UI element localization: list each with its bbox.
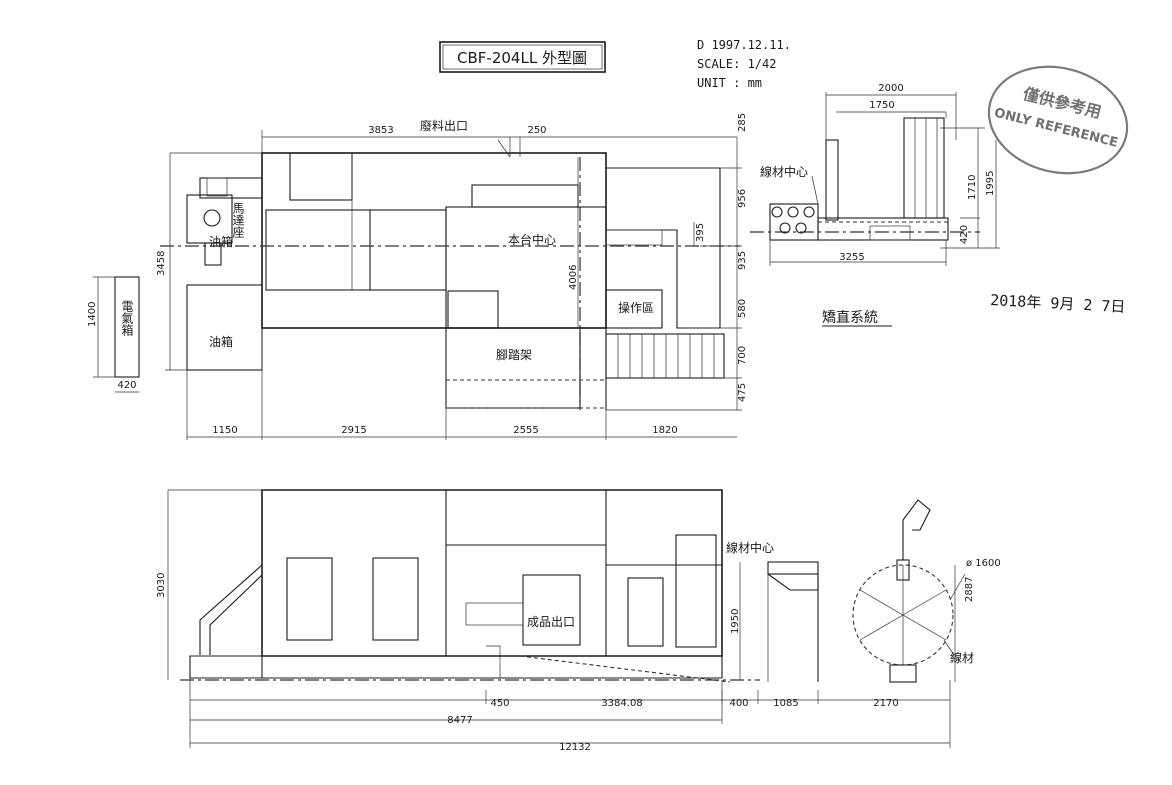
dim-4006: 4006 (568, 265, 579, 290)
dim-12132: 12132 (559, 742, 591, 753)
label-operation-area: 操作區 (618, 300, 654, 315)
drawing-header: D 1997.12.11. SCALE: 1/42 UNIT : mm (697, 38, 791, 90)
dim-8477: 8477 (447, 715, 472, 726)
dim-475: 475 (737, 383, 748, 402)
dim-420-straightener: 420 (959, 225, 970, 244)
dim-3458: 3458 (156, 251, 167, 276)
dim-1950: 1950 (730, 609, 741, 634)
dim-285: 285 (737, 113, 748, 132)
label-electric-box: 電氣箱 (120, 300, 134, 336)
dim-1600: ø 1600 (966, 558, 1001, 569)
dim-3030: 3030 (156, 573, 167, 598)
dim-1400: 1400 (87, 302, 98, 327)
dim-2887: 2887 (964, 577, 975, 602)
dim-1150: 1150 (212, 425, 237, 436)
dim-1750: 1750 (869, 100, 894, 111)
dim-2000: 2000 (878, 83, 903, 94)
dim-1820: 1820 (652, 425, 677, 436)
dim-1710: 1710 (967, 175, 978, 200)
label-straightening-system: 矯直系統 (822, 309, 878, 326)
drawing-date: D 1997.12.11. (697, 38, 791, 52)
dim-3853: 3853 (368, 125, 393, 136)
label-material-center-top: 線材中心 (760, 164, 808, 179)
dim-2170: 2170 (873, 698, 898, 709)
drawing-title: CBF-204LL 外型圖 (457, 49, 587, 67)
dim-956: 956 (737, 189, 748, 208)
dim-400: 400 (729, 698, 748, 709)
drawing-scale: SCALE: 1/42 (697, 57, 776, 71)
label-material: 線材 (950, 650, 974, 665)
dim-395: 395 (695, 223, 706, 242)
label-oil-tank: 油箱 (209, 234, 233, 249)
dim-1995: 1995 (985, 171, 996, 196)
dim-700: 700 (737, 346, 748, 365)
label-machine-center: 本台中心 (508, 232, 556, 247)
straightening-system-view: 2000 1750 1710 1995 420 3255 線材中心 矯直系統 (750, 83, 1000, 327)
dim-3255: 3255 (839, 252, 864, 263)
dim-935: 935 (737, 251, 748, 270)
label-material-center-side: 線材中心 (726, 540, 774, 555)
elevation-view: 3030 1950 ø 1600 2887 450 3384.08 400 10… (156, 489, 1001, 753)
dim-250: 250 (527, 125, 546, 136)
label-waste-outlet: 廢料出口 (420, 118, 468, 133)
label-oil-tank-text: 油箱 (209, 334, 233, 349)
dim-450: 450 (490, 698, 509, 709)
reference-stamp: 僅供參考用 ONLY REFERENCE (987, 65, 1129, 175)
dim-1085: 1085 (773, 698, 798, 709)
dim-580: 580 (737, 299, 748, 318)
title-block: CBF-204LL 外型圖 (439, 41, 606, 73)
label-motor-base: 馬達座 (231, 202, 245, 239)
label-product-outlet: 成品出口 (527, 615, 575, 629)
handwritten-date: 2018年 9月 2 7日 (990, 291, 1126, 316)
dim-3384: 3384.08 (601, 698, 642, 709)
plan-view: 3853 250 285 956 395 935 580 700 475 345… (87, 113, 748, 440)
dim-2555: 2555 (513, 425, 538, 436)
dim-420-box: 420 (117, 380, 136, 391)
drawing-unit: UNIT : mm (697, 76, 762, 90)
dim-2915: 2915 (341, 425, 366, 436)
label-foot-frame: 腳踏架 (496, 348, 532, 362)
